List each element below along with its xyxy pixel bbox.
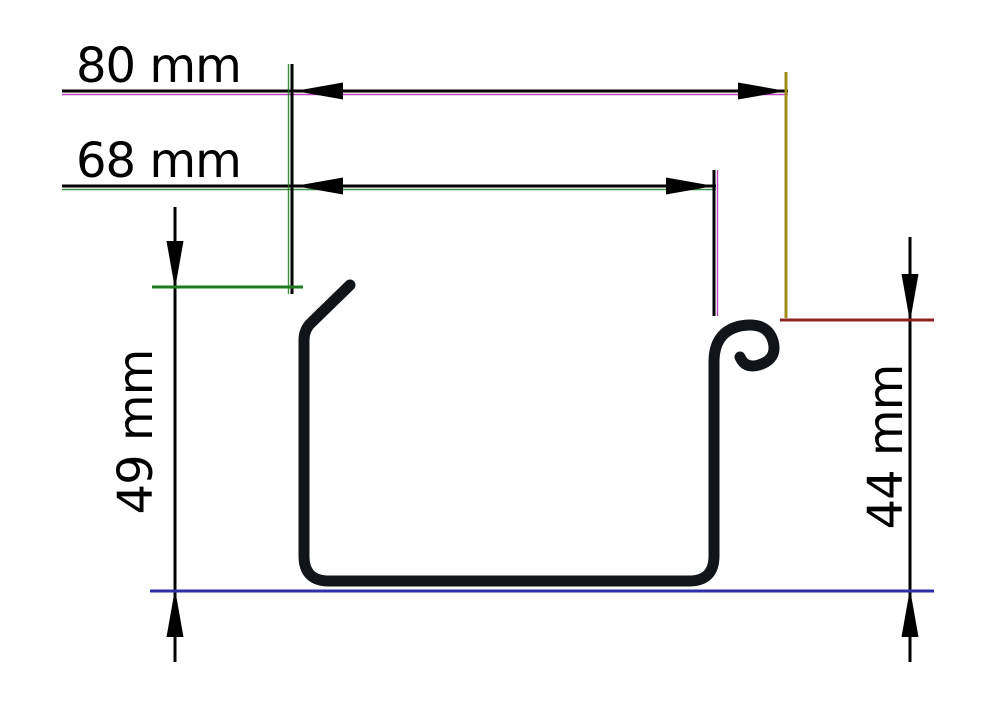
arrowhead-top — [166, 241, 184, 289]
dimension-left-height: 49 mm — [108, 207, 303, 662]
arrowhead-right — [738, 82, 786, 100]
dimension-inner-width: 68 mm — [62, 133, 716, 195]
arrowhead-left — [295, 177, 343, 195]
arrowhead-left — [295, 82, 343, 100]
dimension-label-80mm: 80 mm — [76, 38, 241, 94]
dimension-right-height: 44 mm — [780, 237, 934, 662]
dimension-label-68mm: 68 mm — [76, 133, 241, 189]
dimension-label-49mm: 49 mm — [108, 350, 164, 515]
arrowhead-bottom — [901, 589, 919, 637]
dimension-top-width: 80 mm — [62, 38, 788, 100]
dimension-label-44mm: 44 mm — [858, 365, 914, 530]
profile-outline — [298, 279, 780, 587]
arrowhead-right — [666, 177, 714, 195]
arrowhead-top — [901, 274, 919, 322]
arrowhead-bottom — [166, 589, 184, 637]
